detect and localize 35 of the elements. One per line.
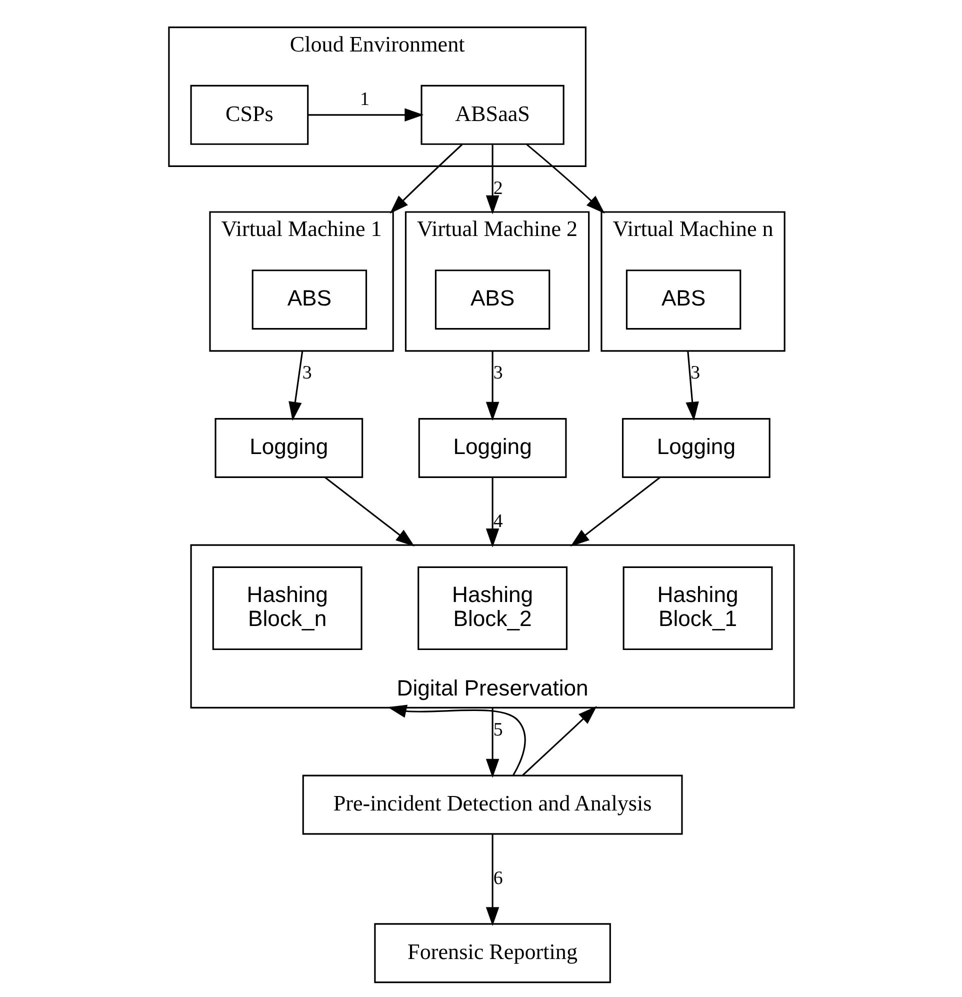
arrow [308, 108, 424, 122]
node-box: Pre-incident Detection and Analysis [302, 774, 682, 835]
arrow [526, 144, 604, 214]
node-box: Hashing Block_n [212, 566, 362, 650]
edge-label: 3 [302, 362, 312, 384]
edge-label: 1 [359, 88, 369, 110]
node-box: ABS [251, 270, 367, 330]
node-box: ABS [434, 270, 550, 330]
arrow [685, 350, 698, 421]
arrow [485, 350, 499, 421]
arrow [389, 144, 462, 214]
node-box: CSPs [190, 84, 308, 145]
node-box: Forensic Reporting [374, 923, 610, 984]
node-box: Logging [622, 418, 770, 478]
edge-label: 5 [492, 719, 502, 740]
arrow [485, 834, 499, 926]
node-box: ABS [625, 270, 741, 330]
edge-label: 6 [492, 868, 502, 889]
node-box: ABSaaS [420, 84, 564, 145]
arrow [387, 704, 526, 776]
edge-label: 2 [492, 178, 502, 199]
edge-label: 3 [492, 362, 502, 384]
node-box: Logging [214, 418, 363, 478]
arrow [324, 476, 414, 547]
arrow [570, 476, 660, 547]
arrow [485, 478, 499, 548]
edge-label: 4 [492, 511, 502, 532]
node-box: Hashing Block_1 [622, 566, 772, 650]
arrow [522, 706, 596, 776]
edge-label: 3 [690, 362, 700, 384]
arrow [485, 144, 499, 214]
arrow [485, 708, 499, 778]
node-box: Hashing Block_2 [417, 566, 568, 650]
arrow [288, 350, 303, 421]
node-box: Logging [418, 418, 566, 478]
